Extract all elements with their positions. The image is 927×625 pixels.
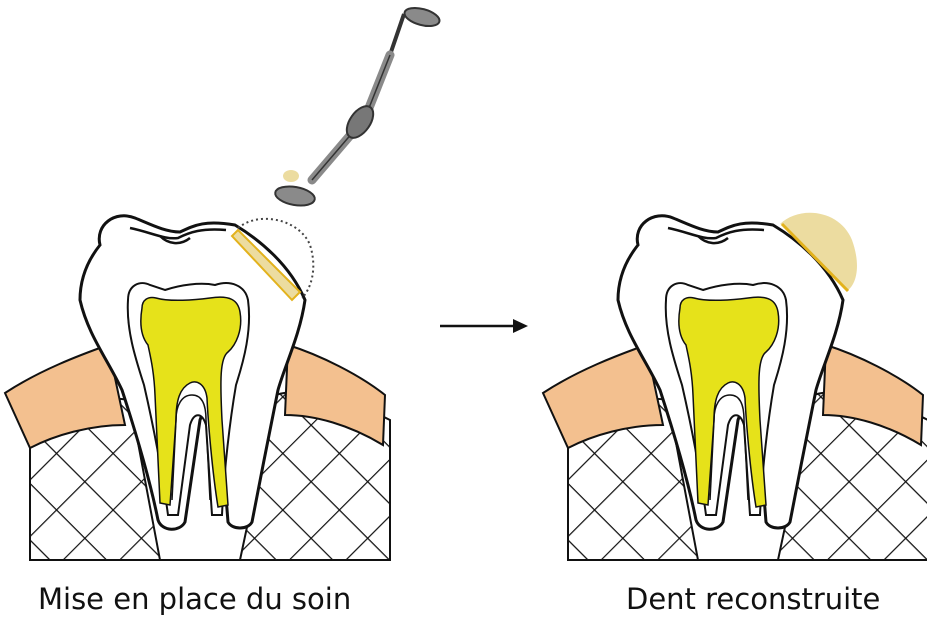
- tooth-left: [5, 216, 390, 560]
- tooth-right: [543, 213, 927, 560]
- caption-right: Dent reconstruite: [626, 582, 880, 616]
- right-arrow-icon: [440, 319, 528, 333]
- caption-left: Mise en place du soin: [38, 582, 351, 616]
- dental-spatula-icon: [274, 5, 442, 209]
